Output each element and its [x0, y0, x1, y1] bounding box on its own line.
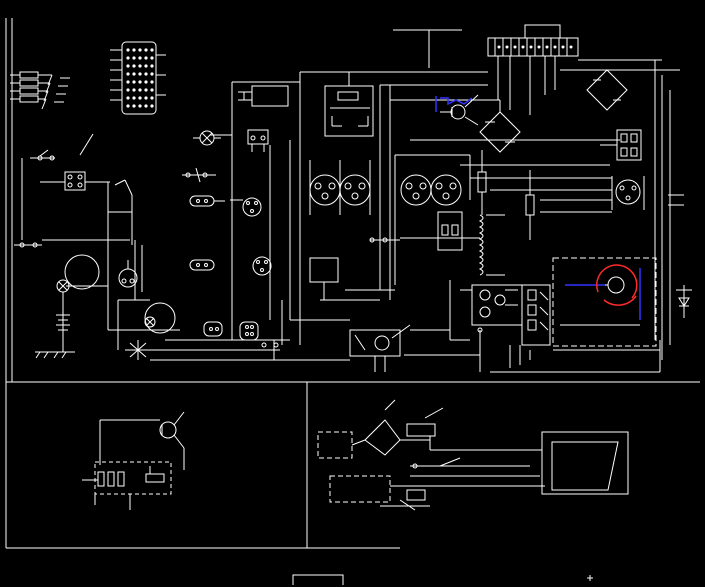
- switch-left: [22, 150, 55, 240]
- wire-bundle-left: [66, 82, 350, 360]
- diode-right: [676, 285, 692, 318]
- connector-2x2: [40, 172, 110, 190]
- control-module-box: [310, 258, 338, 300]
- socket-large-right: [612, 176, 644, 210]
- wire-bundle-right-bottom: [404, 280, 660, 372]
- socket-round-1: [119, 260, 137, 287]
- lower-right-relay: [407, 408, 443, 450]
- socket-round-2: [230, 198, 261, 216]
- plug-socket-4: [240, 322, 258, 340]
- antenna-mast: [393, 30, 462, 68]
- lower-right-bridge: [352, 400, 430, 455]
- connector-pins: [126, 48, 154, 108]
- terminal-strip-left: [10, 72, 70, 109]
- socket-round-3: [253, 257, 271, 275]
- lower-right-dashed-box-1: [318, 432, 352, 458]
- lower-right-display-module: [430, 432, 628, 494]
- title-block-marker: [293, 575, 593, 585]
- switch-block-1: [248, 130, 268, 152]
- relay-contacts-left: [108, 180, 132, 330]
- plug-socket-2: [190, 260, 214, 270]
- socket-large-4: [431, 175, 461, 205]
- relay-box-small: [238, 86, 288, 106]
- resistor-vertical-2: [526, 170, 534, 240]
- ground-symbols-left: [35, 340, 75, 358]
- lower-left-resistor-array: [82, 448, 184, 510]
- multi-pin-connector: [110, 42, 166, 114]
- bridge-rectifier-1: [480, 100, 520, 152]
- bridge-rectifier-2: [587, 70, 627, 110]
- plug-socket-3: [204, 322, 222, 336]
- lower-left-transistor: [100, 412, 184, 465]
- lower-right-switch-group: [380, 458, 545, 510]
- relay-box-right-top: [600, 130, 641, 160]
- highlight-blue-wiring: [436, 96, 640, 320]
- relay-box-center: [438, 212, 462, 250]
- relay-housing-top: [325, 72, 373, 136]
- relay-terminal-box: [472, 285, 522, 325]
- terminal-header-pins: [497, 45, 573, 49]
- resistor-mid-1: [182, 168, 216, 182]
- lamp-symbol-1: [193, 131, 221, 145]
- resistor-vertical-1: [478, 150, 486, 215]
- socket-large-2: [340, 160, 370, 215]
- motor-stator-highlight: [597, 265, 637, 305]
- drawing-frame: [6, 18, 700, 548]
- pointer-arrow: [80, 134, 93, 155]
- motor-enclosure-dashed: [553, 258, 656, 346]
- transformer-coil: [480, 215, 505, 275]
- meter-gauge-small: [145, 303, 175, 333]
- ground-spark-symbol: [125, 340, 150, 360]
- transistor-1: [440, 95, 478, 125]
- terminal-header-top: [488, 25, 578, 56]
- lower-right-dashed-box-2: [330, 476, 390, 502]
- plug-socket-1: [190, 196, 225, 206]
- regulator-unit: [350, 325, 410, 372]
- push-button-left: [14, 240, 130, 247]
- wire-bus-right: [290, 56, 684, 360]
- battery-symbol: [56, 315, 70, 330]
- lower-left-dashed-module: [95, 462, 171, 494]
